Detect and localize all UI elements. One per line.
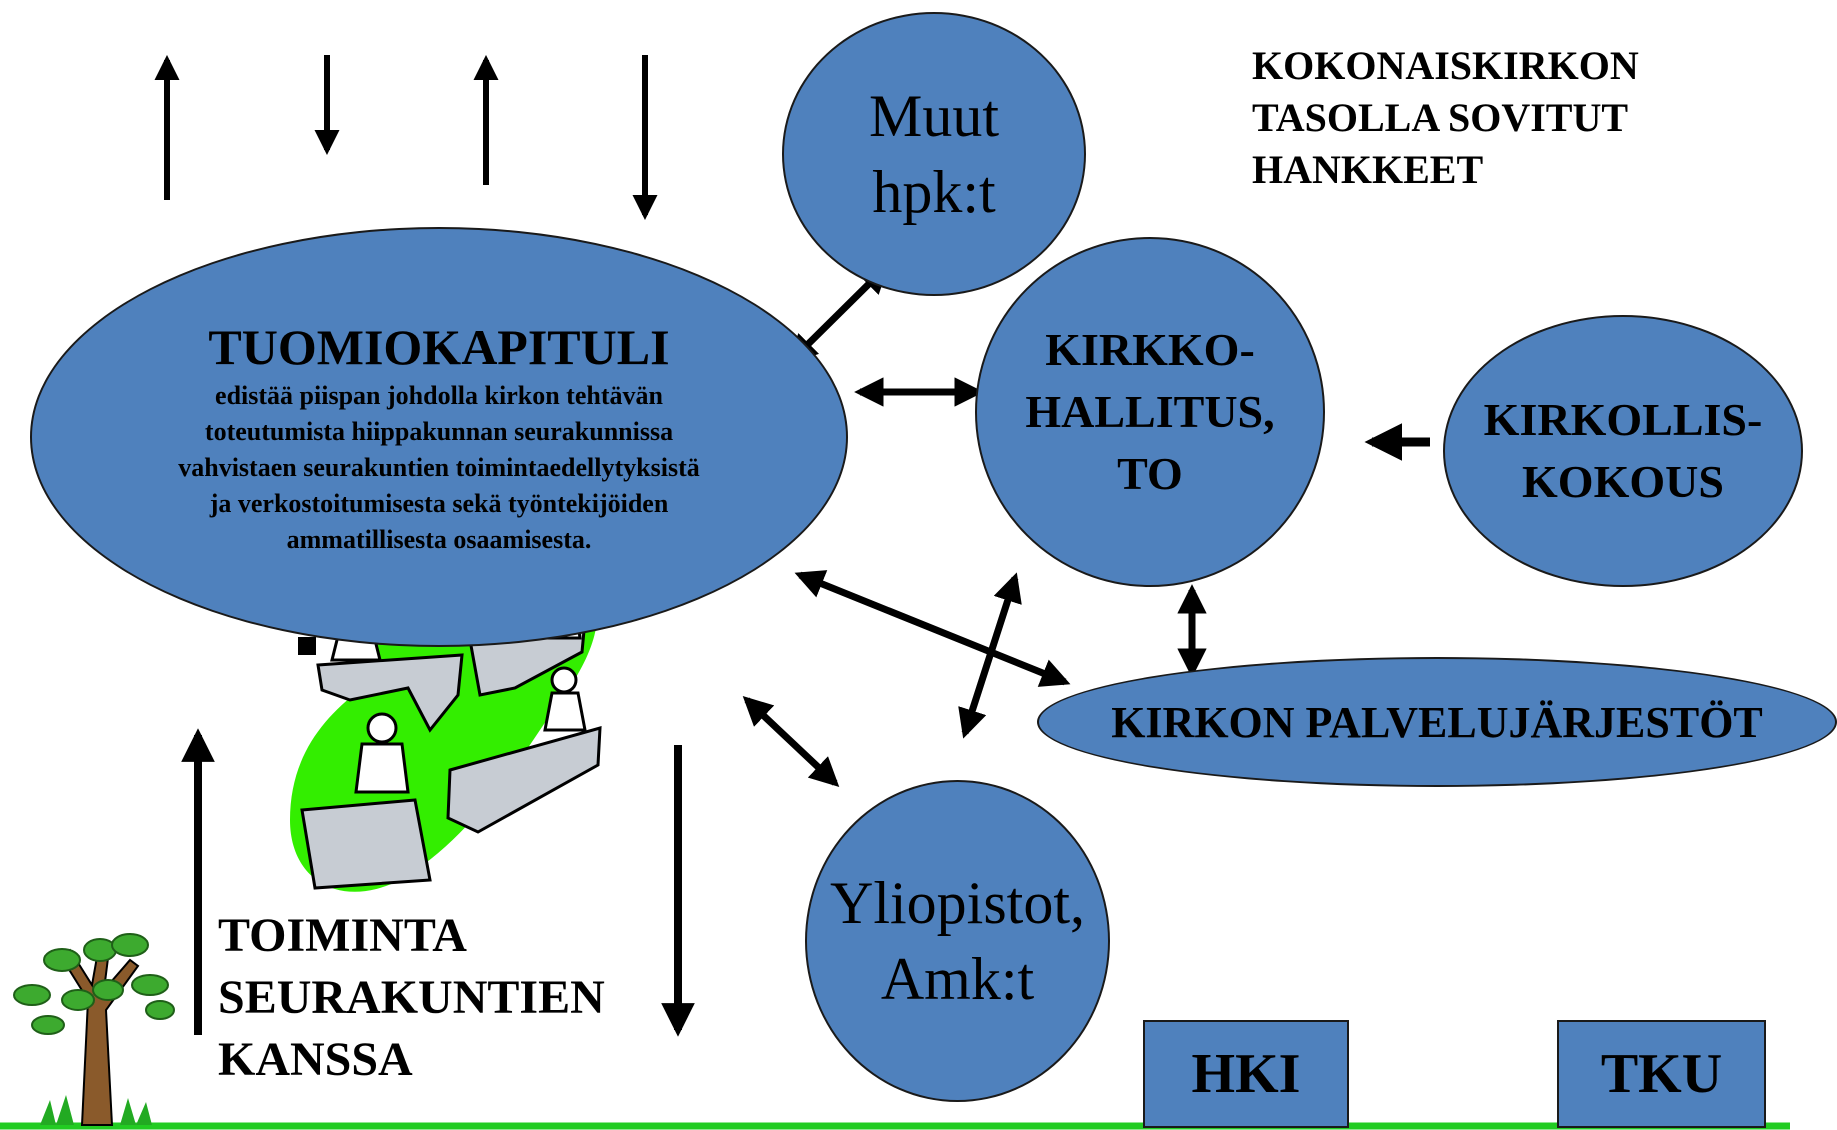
node-muut-hpkt: Muut hpk:t [782,12,1086,296]
location-label-tku: TKU [1600,1043,1723,1105]
node-kirkkohallitus-line: TO [1117,448,1183,499]
connector-tk-yliopistot [742,695,840,788]
header-note-line: KOKONAISKIRKON [1252,43,1639,88]
node-tuomiokapituli-desc: ammatillisesta osaamisesta. [286,525,592,554]
node-kirkolliskokous-line: KOKOUS [1522,456,1724,507]
node-kirkkohallitus: KIRKKO- HALLITUS, TO [975,237,1325,587]
location-box-tku: TKU [1557,1020,1766,1128]
location-label-hki: HKI [1191,1043,1301,1105]
node-palvelujarjestot: KIRKON PALVELUJÄRJESTÖT [1037,657,1837,787]
node-tuomiokapituli-desc: ja verkostoitumisesta sekä työntekijöide… [209,489,669,518]
tree-icon [13,933,175,1126]
connector-tk-muut [787,263,890,365]
node-tuomiokapituli-desc: toteutumista hiippakunnan seurakunnissa [204,417,674,446]
header-note-line: TASOLLA SOVITUT [1252,95,1629,140]
node-kirkolliskokous: KIRKOLLIS- KOKOUS [1443,315,1803,587]
toiminta-line: SEURAKUNTIEN [218,971,605,1024]
node-muut-hpkt-line: Muut [868,83,1000,149]
toiminta-label: TOIMINTA SEURAKUNTIEN KANSSA [218,905,605,1091]
node-muut-hpkt-line: hpk:t [872,159,996,225]
toiminta-line: TOIMINTA [218,909,467,962]
toiminta-line: KANSSA [218,1033,413,1086]
node-palvelujarjestot-label: KIRKON PALVELUJÄRJESTÖT [1111,697,1763,747]
node-yliopistot-line: Amk:t [880,946,1035,1012]
node-kirkkohallitus-line: KIRKKO- [1045,324,1255,375]
header-note: KOKONAISKIRKON TASOLLA SOVITUT HANKKEET [1252,40,1639,196]
node-yliopistot-line: Yliopistot, [829,870,1086,936]
location-box-hki: HKI [1143,1020,1349,1128]
node-tuomiokapituli-desc: vahvistaen seurakuntien toimintaedellyty… [178,453,700,482]
node-kirkkohallitus-line: HALLITUS, [1025,386,1275,437]
node-yliopistot: Yliopistot, Amk:t [805,780,1110,1102]
connector-kirkkohallitus-yliopistot [958,572,1022,739]
connector-tk-palvelujarjestot [794,570,1071,687]
header-note-line: HANKKEET [1252,147,1484,192]
node-tuomiokapituli-desc: edistää piispan johdolla kirkon tehtävän [215,381,663,410]
node-tuomiokapituli: TUOMIOKAPITULI edistää piispan johdolla … [30,227,848,647]
node-tuomiokapituli-title: TUOMIOKAPITULI [208,319,670,375]
node-kirkolliskokous-line: KIRKOLLIS- [1483,394,1763,445]
